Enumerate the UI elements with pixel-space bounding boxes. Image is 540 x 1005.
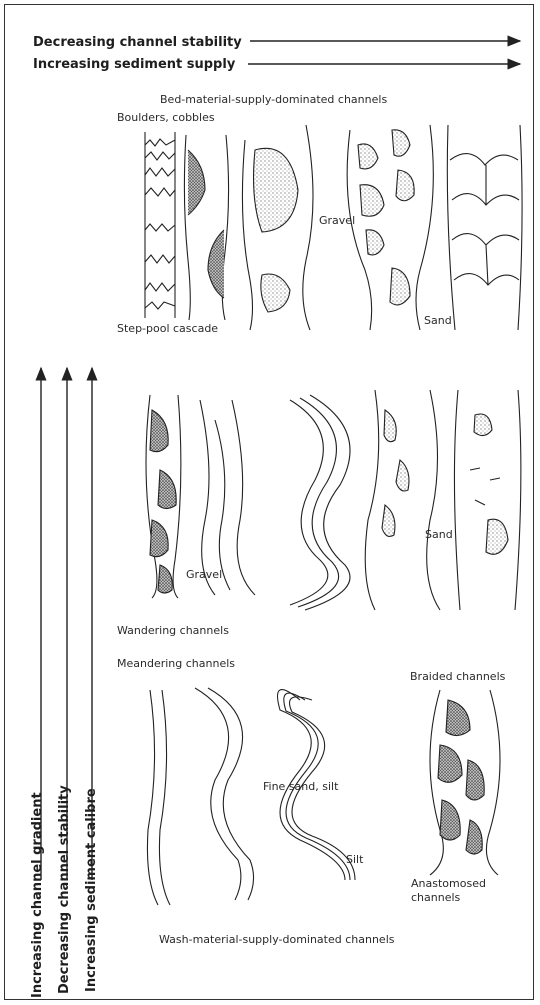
wandering-gravel-1 <box>146 395 181 598</box>
meandering-channel-2 <box>195 688 254 900</box>
sand-channel <box>447 125 522 330</box>
wandering-gravel-2 <box>200 400 255 595</box>
wandering-braided <box>365 390 440 610</box>
meandering-channel-1 <box>147 690 170 905</box>
gravel-channel-2 <box>347 125 433 330</box>
step-pool-cascade <box>145 132 175 318</box>
sand-braided-mid <box>454 390 520 610</box>
boulder-channel <box>184 135 228 320</box>
braided-anastomosed <box>430 690 500 875</box>
gravel-channel-1 <box>242 125 313 330</box>
meandering-silt <box>278 690 356 880</box>
sinuous-channel <box>290 395 350 610</box>
